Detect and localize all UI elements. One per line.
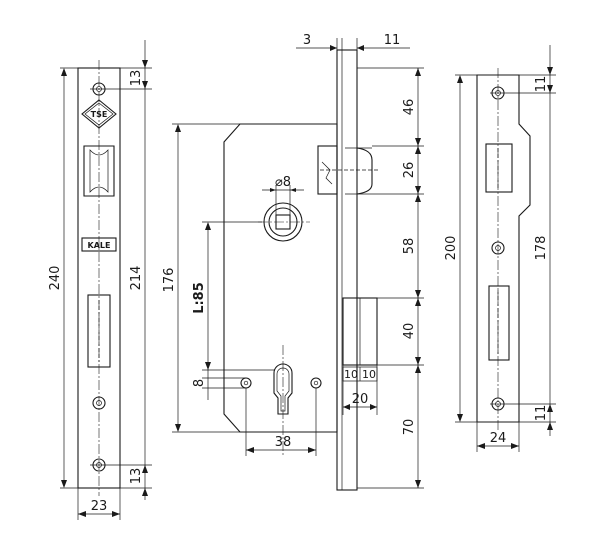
- dim-right-70: 70: [402, 419, 417, 436]
- dim-front-plate-left: 3: [303, 33, 311, 48]
- dim-faceplate-width: 23: [91, 499, 108, 514]
- strike-screw-bottom: [490, 397, 506, 411]
- case-screw-right: [310, 377, 322, 389]
- dim-cylinder-spacing: 38: [275, 435, 292, 450]
- dim-strike-height: 200: [444, 236, 459, 261]
- faceplate-screw-bottom: [90, 458, 108, 472]
- tse-logo-text: TSE: [91, 110, 108, 119]
- spindle-follower: [258, 202, 310, 242]
- strike-bolt-opening: [488, 285, 510, 361]
- dim-right-58: 58: [402, 238, 417, 255]
- cylinder-cutout: [273, 345, 293, 455]
- dim-strike-width: 24: [490, 431, 507, 446]
- kale-logo-text: KALE: [88, 241, 111, 250]
- dim-faceplate-top-offset: 13: [129, 70, 144, 87]
- dim-faceplate-height: 240: [48, 266, 63, 291]
- dim-strike-bottom-offset: 11: [534, 405, 549, 422]
- dim-strike-screw-span: 178: [534, 236, 549, 261]
- dim-strike-top-offset: 11: [534, 76, 549, 93]
- dim-spindle-diameter: ⌀8: [275, 175, 291, 190]
- strike-plate: 200 178 11 11 24: [444, 45, 556, 452]
- faceplate-bolt-opening: [87, 294, 111, 368]
- strike-screw-top: [490, 86, 506, 100]
- dim-right-40: 40: [402, 323, 417, 340]
- dim-bolt-split-a: 10: [344, 368, 358, 381]
- dim-front-plate-right: 11: [384, 33, 401, 48]
- faceplate: TSE KALE 240 214 13 13: [48, 40, 152, 520]
- strike-plate-outline: [476, 74, 531, 423]
- dim-right-46: 46: [402, 99, 417, 116]
- lock-body: ⌀8 176 L:85: [162, 33, 424, 491]
- lock-front-plate: [336, 49, 358, 491]
- faceplate-screw-top: [90, 82, 108, 96]
- faceplate-screw-upper: [92, 396, 106, 410]
- deadbolt: [342, 297, 378, 366]
- dim-body-height: 176: [162, 268, 177, 293]
- dim-distance-l85: L:85: [192, 282, 207, 314]
- strike-screw-middle: [491, 241, 505, 255]
- dim-screw-offset: 8: [192, 379, 207, 387]
- dim-bolt-split-b: 10: [362, 368, 376, 381]
- dim-bolt-width: 20: [352, 392, 369, 407]
- dim-faceplate-screw-span: 214: [129, 266, 144, 291]
- kale-logo: KALE: [81, 237, 117, 252]
- strike-latch-opening: [485, 143, 513, 193]
- case-screw-left: [240, 377, 252, 389]
- tse-logo: TSE: [81, 99, 117, 129]
- dim-right-26: 26: [402, 162, 417, 179]
- latch-mechanism: [317, 145, 380, 195]
- faceplate-latch-opening: [83, 145, 115, 197]
- dim-faceplate-bottom-offset: 13: [129, 468, 144, 485]
